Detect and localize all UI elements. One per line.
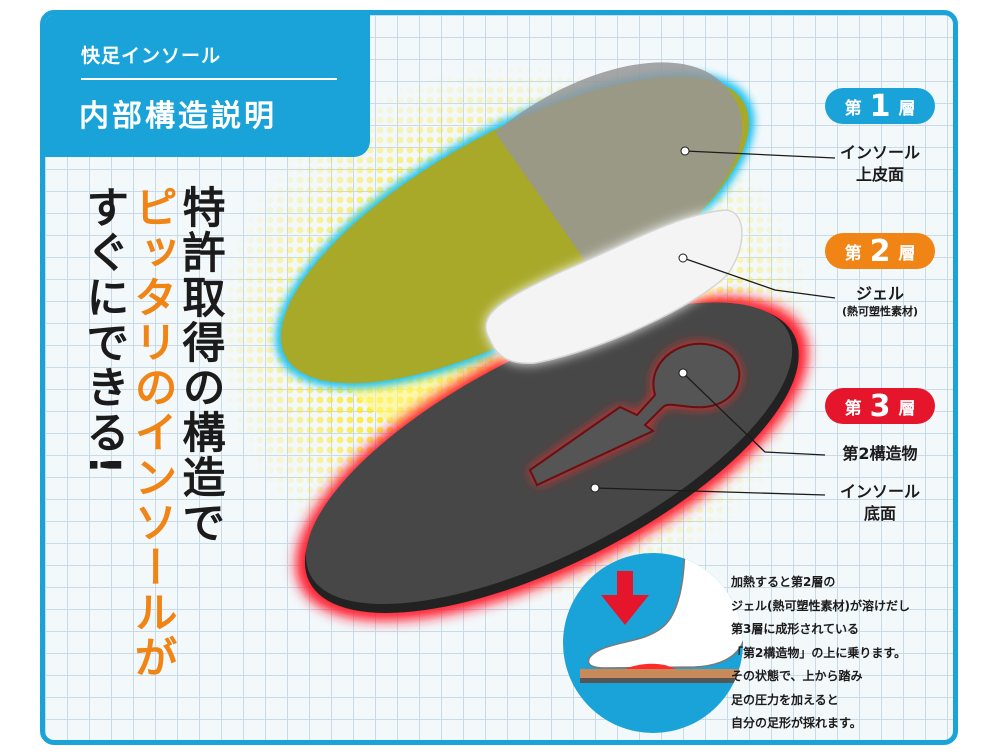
layer-1-label: インソール 上皮面 — [820, 142, 940, 186]
label-line: ジェル — [855, 284, 904, 303]
layer-3-badge: 第 3 層 — [825, 388, 935, 424]
page-title: 内部構造説明 — [79, 99, 277, 134]
note-line: 「第2構造物」の上に乗ります。 — [731, 645, 907, 660]
headline-line-3: すぐにできる! — [79, 185, 129, 477]
badge-prefix: 第 — [844, 243, 862, 264]
label-line: インソール — [839, 143, 920, 162]
note-line: 自分の足形が採れます。 — [731, 716, 862, 730]
note-line: 足の圧力を加えると — [731, 692, 839, 707]
layer-2-label: ジェル — [825, 283, 935, 305]
label-line: 上皮面 — [855, 165, 904, 184]
pointer-dot-2 — [678, 253, 688, 263]
pointer-dot-1 — [680, 146, 690, 156]
insole-illustration — [175, 45, 875, 733]
badge-number: 1 — [869, 88, 891, 124]
header-divider — [81, 78, 337, 80]
label-line: 第2構造物 — [842, 444, 918, 463]
badge-prefix: 第 — [844, 98, 862, 119]
down-arrow-icon — [601, 571, 649, 625]
leader-lines — [594, 150, 836, 496]
explanation-note: 加熱すると第2層の ジェル(熱可塑性素材)が溶けだし 第3層に成形されている 「… — [731, 571, 910, 736]
pointer-dot-4 — [590, 483, 600, 493]
badge-suffix: 層 — [898, 243, 916, 264]
layer-2-sublabel: (熱可塑性素材) — [841, 305, 919, 318]
badge-number: 3 — [869, 388, 891, 424]
header-panel: 快足インソール 内部構造説明 — [45, 15, 370, 157]
badge-prefix: 第 — [844, 398, 862, 419]
headline-line-2: ピッタリのインソールが — [127, 185, 177, 680]
label-line: インソール — [839, 482, 920, 501]
headline-line-1: 特許取得の構造で — [175, 185, 225, 545]
insole-bottom-label: インソール 底面 — [820, 481, 940, 525]
product-name: 快足インソール — [81, 45, 222, 67]
note-line: 第3層に成形されている — [731, 622, 859, 636]
gel-layer-2 — [485, 209, 743, 365]
layer-2-badge: 第 2 層 — [825, 233, 935, 269]
insole-layer-1 — [275, 62, 755, 389]
badge-suffix: 層 — [898, 98, 916, 119]
second-structure-label: 第2構造物 — [815, 443, 945, 465]
second-structure — [528, 342, 741, 487]
badge-suffix: 層 — [898, 398, 916, 419]
note-line: 加熱すると第2層の — [731, 575, 836, 589]
label-line: 底面 — [863, 504, 896, 523]
layer-1-badge: 第 1 層 — [825, 88, 935, 124]
note-line: その状態で、上から踏み — [731, 669, 863, 683]
badge-number: 2 — [869, 233, 891, 269]
pointer-dot-3 — [678, 368, 688, 378]
note-line: ジェル(熱可塑性素材)が溶けだし — [731, 598, 910, 613]
infographic-frame: 快足インソール 内部構造説明 特許取得の構造で ピッタリのインソールが すぐにで… — [40, 10, 958, 745]
